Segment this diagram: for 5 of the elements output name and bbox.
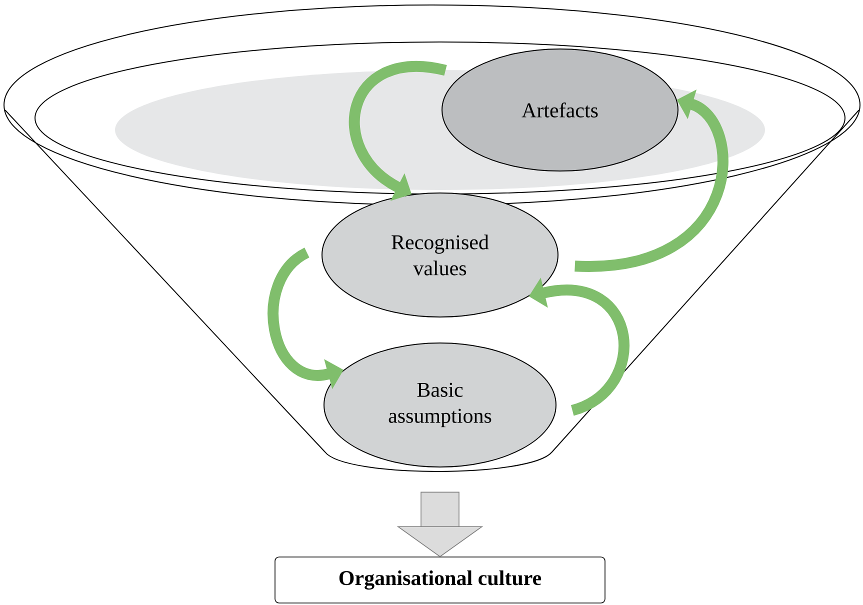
ellipse-node: Recognised values (322, 192, 558, 318)
block-arrow (396, 492, 484, 558)
result-box: Organisational culture (274, 556, 606, 604)
ellipse-node: Artefacts (442, 48, 678, 172)
ellipse-node: Basic assumptions (324, 342, 556, 468)
